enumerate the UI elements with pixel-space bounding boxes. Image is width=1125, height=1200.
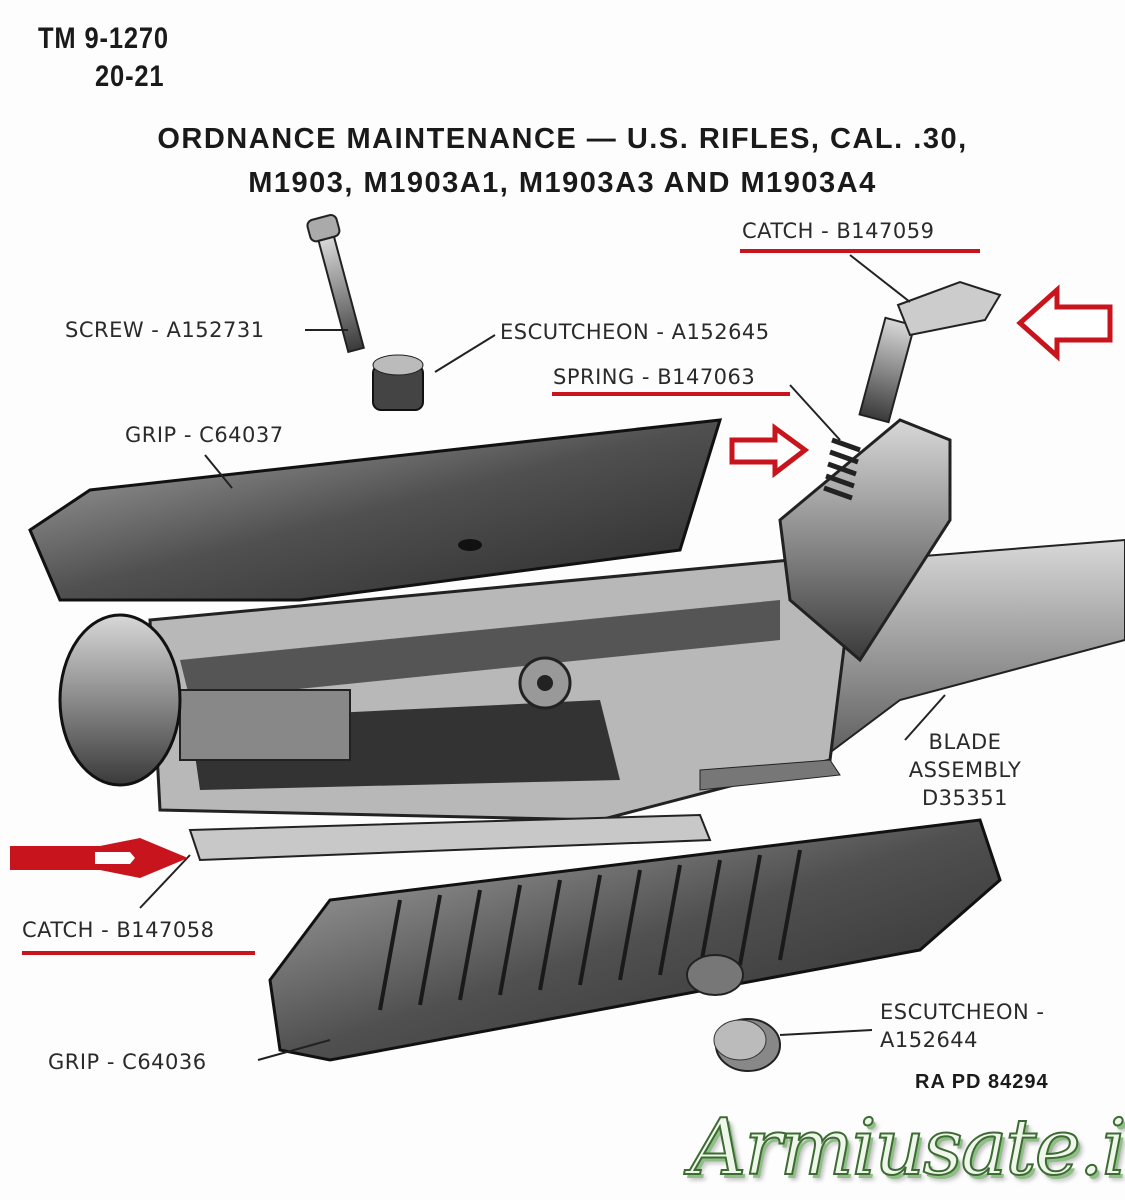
label-escutcheon-top: ESCUTCHEON - A152645 (500, 320, 770, 344)
label-blade-line-1: BLADE (928, 730, 1002, 754)
catch-top-part (858, 280, 1002, 424)
arrow-spring-icon (729, 423, 810, 479)
title-line-2: M1903, M1903A1, M1903A3 AND M1903A4 (248, 167, 877, 199)
label-catch-bottom: CATCH - B147058 (22, 918, 215, 942)
label-grip-bottom: GRIP - C64036 (48, 1050, 207, 1074)
watermark-logo: Armiusate.it (689, 1103, 1125, 1193)
label-grip-top: GRIP - C64037 (125, 423, 284, 447)
spring-part (823, 437, 861, 501)
leader-lines (139, 254, 946, 1061)
highlight-underline (22, 951, 255, 955)
screw-part (306, 214, 365, 354)
grip-top (28, 418, 723, 602)
label-blade-line-2: ASSEMBLY (908, 758, 1022, 782)
pommel (58, 613, 182, 787)
label-blade-line-3: D35351 (922, 786, 1008, 810)
label-escutcheon-bottom-1: ESCUTCHEON - (880, 1000, 1045, 1024)
arrow-catch-top-icon (1016, 284, 1113, 362)
label-spring: SPRING - B147063 (553, 365, 756, 389)
figure-code: RA PD 84294 (915, 1071, 1049, 1093)
title-line-1: ORDNANCE MAINTENANCE — U.S. RIFLES, CAL.… (157, 123, 968, 155)
escutcheon-top-part (372, 354, 424, 411)
highlight-underline (740, 249, 980, 253)
label-screw: SCREW - A152731 (65, 318, 265, 342)
escutcheon-bottom-part (713, 1018, 781, 1072)
crossguard (778, 418, 952, 663)
page-numbers: 20-21 (95, 60, 165, 93)
label-escutcheon-bottom-2: A152644 (880, 1028, 979, 1052)
label-blade-assembly: BLADE ASSEMBLY D35351 (905, 728, 1025, 812)
label-catch-top: CATCH - B147059 (742, 219, 935, 243)
highlight-underline (552, 392, 790, 396)
manual-number: TM 9-1270 (38, 22, 169, 55)
catch-bottom-part (188, 813, 712, 862)
